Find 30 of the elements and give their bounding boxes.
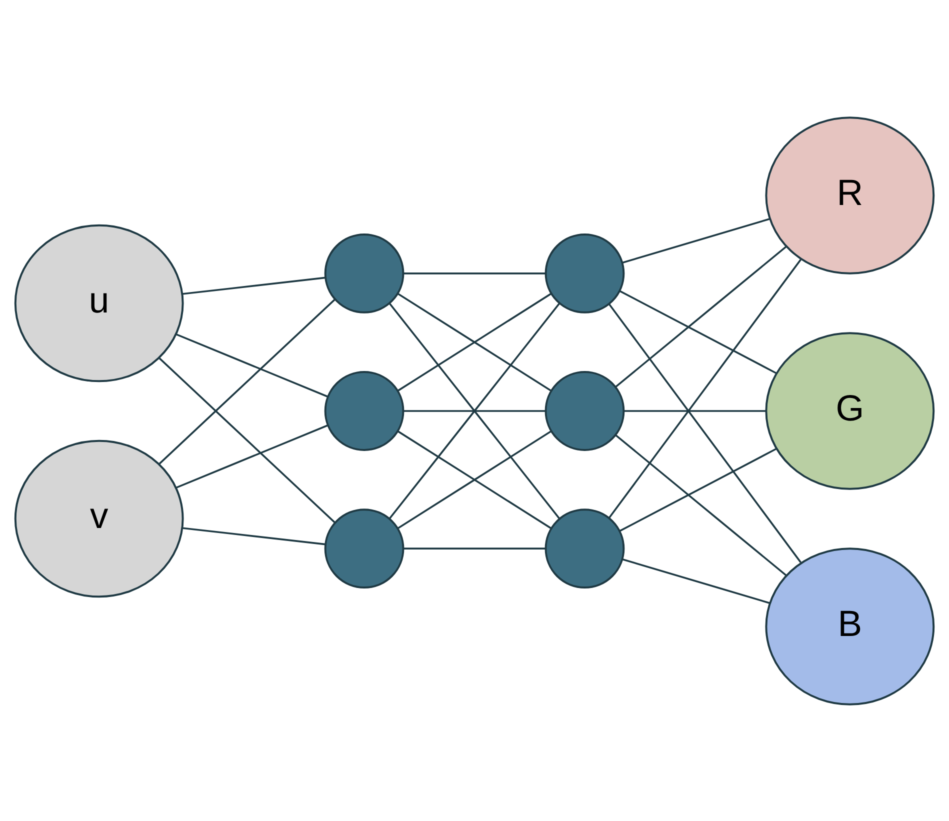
- connector: [176, 333, 328, 397]
- connector: [158, 298, 336, 464]
- connector: [608, 303, 802, 562]
- connector: [403, 547, 546, 549]
- connector: [615, 434, 787, 576]
- node-circle: u: [14, 224, 184, 382]
- node-circle: [324, 232, 404, 313]
- node-circle: [324, 370, 404, 450]
- connector: [403, 272, 546, 274]
- connector: [182, 276, 326, 294]
- node-circle: [324, 508, 404, 588]
- node-circle: G: [765, 332, 935, 490]
- node-circle: [544, 370, 625, 450]
- connector: [622, 217, 770, 264]
- connector: [620, 290, 777, 374]
- connector: [388, 302, 560, 519]
- node-circle: [544, 232, 625, 313]
- node-circle: [544, 508, 625, 588]
- connector: [608, 258, 802, 518]
- connector: [158, 357, 336, 522]
- connector: [624, 410, 766, 412]
- node-circle: R: [765, 116, 935, 274]
- connector: [622, 558, 770, 604]
- connector: [403, 410, 546, 412]
- node-circle: B: [765, 547, 935, 705]
- connector: [620, 448, 777, 532]
- connector: [182, 526, 326, 545]
- node-circle: v: [14, 439, 184, 598]
- connector: [176, 424, 328, 488]
- connector: [615, 245, 787, 387]
